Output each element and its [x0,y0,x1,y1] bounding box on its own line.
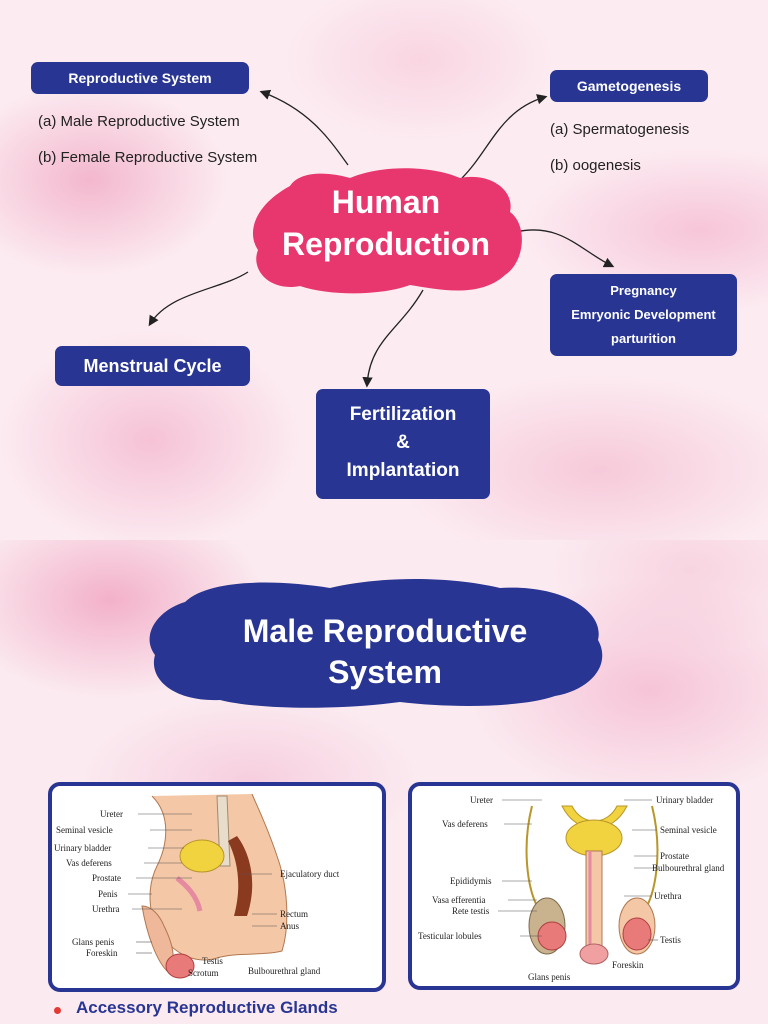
label-r-testicular-lobules: Testicular lobules [418,931,482,941]
arrow-to-reproductive-system [259,89,349,166]
fertilization-box: Fertilization & Implantation [316,389,490,499]
label-penis: Penis [98,889,118,899]
label-prostate: Prostate [92,873,121,883]
label-r-bulbourethral-gland: Bulbourethral gland [652,863,725,873]
female-reproductive-item: (b) Female Reproductive System [38,149,258,166]
label-foreskin: Foreskin [86,948,118,958]
gametogenesis-heading: Gametogenesis [550,70,708,102]
label-bulbourethral-gland: Bulbourethral gland [248,966,321,976]
label-ejaculatory-duct: Ejaculatory duct [280,869,340,879]
label-r-glans-penis: Glans penis [528,972,571,982]
label-r-urinary-bladder: Urinary bladder [656,795,713,805]
embryonic-development-line: Emryonic Development [571,307,716,322]
label-r-epididymis: Epididymis [450,876,492,886]
label-r-vas-deferens: Vas deferens [442,819,488,829]
label-urinary-bladder: Urinary bladder [54,843,111,853]
label-r-urethra: Urethra [654,891,681,901]
menstrual-cycle-box: Menstrual Cycle [55,346,250,386]
male-reproductive-item: (a) Male Reproductive System [38,113,240,130]
label-r-rete-testis: Rete testis [452,906,490,916]
arrow-connectors [148,89,615,388]
fertilization-line: Fertilization [349,404,457,425]
oogenesis-item: (b) oogenesis [550,157,641,174]
implantation-line: Implantation [346,460,460,481]
label-r-ureter: Ureter [470,795,493,805]
label-scrotum: Scrotum [188,968,219,978]
label-r-testis: Testis [660,935,681,945]
label-r-foreskin: Foreskin [612,960,644,970]
mindmap-slide: Reproductive System (a) Male Reproductiv… [0,0,768,540]
label-vas-deferens: Vas deferens [66,858,112,868]
label-urethra: Urethra [92,904,119,914]
arrow-to-menstrual-cycle [148,271,249,327]
slide-title-line2: System [328,654,442,690]
spermatogenesis-item: (a) Spermatogenesis [550,121,690,138]
male-reproductive-slide: Male Reproductive System Ureter Seminal … [0,540,768,1024]
ampersand-line: & [396,432,410,453]
center-cloud-shape [252,168,522,294]
center-title-line1: Human [331,184,441,220]
label-testis: Testis [202,956,223,966]
frontal-diagram-panel: Ureter Urinary bladder Vas deferens Semi… [408,782,740,990]
center-title-line2: Reproduction [282,226,490,262]
arrow-to-fertilization [362,289,424,388]
frontal-section-diagram: Ureter Urinary bladder Vas deferens Semi… [418,795,725,982]
sagittal-section-diagram: Ureter Seminal vesicle Urinary bladder V… [54,793,340,979]
arrow-to-gametogenesis [461,94,548,179]
pregnancy-line: Pregnancy [610,283,677,298]
label-ureter: Ureter [100,809,123,819]
title-cloud-shape [149,579,603,708]
label-seminal-vesicle: Seminal vesicle [56,825,113,835]
reproductive-system-heading: Reproductive System [31,62,249,94]
bullet-dot [54,1007,61,1014]
label-r-prostate: Prostate [660,851,689,861]
arrow-to-pregnancy [515,229,615,268]
label-glans-penis: Glans penis [72,937,115,947]
label-rectum: Rectum [280,909,308,919]
label-r-seminal-vesicle: Seminal vesicle [660,825,717,835]
slide-title-line1: Male Reproductive [242,613,528,649]
accessory-glands-heading: Accessory Reproductive Glands [76,998,338,1017]
sagittal-diagram-panel: Ureter Seminal vesicle Urinary bladder V… [48,782,386,992]
parturition-line: parturition [611,331,676,346]
label-anus: Anus [280,921,299,931]
pregnancy-box: Pregnancy Emryonic Development parturiti… [550,274,737,356]
label-r-vasa-efferentia: Vasa efferentia [432,895,486,905]
